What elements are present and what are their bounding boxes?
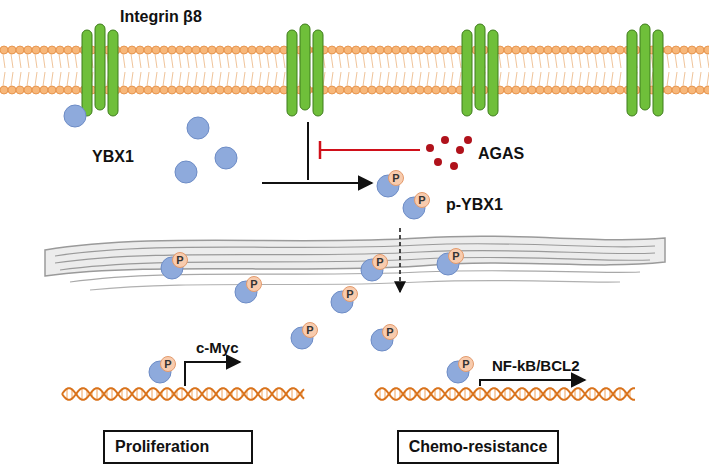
phospho-badge: P: [176, 255, 183, 266]
dna-helix: [62, 388, 635, 400]
outcome-box: Chemo-resistance: [397, 430, 560, 464]
ybx1-protein: [64, 105, 474, 383]
nuclear-envelope: [45, 236, 665, 290]
cell-membrane: [0, 46, 709, 94]
phospho-badge: P: [462, 359, 469, 370]
phospho-badge: P: [392, 173, 399, 184]
phospho-badge: P: [386, 327, 393, 338]
phospho-badge: P: [346, 289, 353, 300]
outcome-text: Proliferation: [115, 438, 241, 456]
integrin-label: Integrin β8: [120, 8, 202, 26]
outcome-box: Proliferation: [103, 430, 253, 464]
gene-label: c-Myc: [196, 339, 239, 356]
phospho-badge: P: [418, 195, 425, 206]
signal-arrows: [185, 122, 585, 386]
outcome-text: Chemo-resistance: [409, 438, 548, 456]
phospho-badge: P: [250, 279, 257, 290]
drug-label: AGAS: [478, 145, 524, 163]
gene-label: NF-kB/BCL2: [492, 357, 580, 374]
protein-label: YBX1: [92, 148, 134, 166]
phospho-badge: P: [452, 251, 459, 262]
protein-label: p-YBX1: [446, 196, 503, 214]
integrin-protein: [82, 24, 663, 116]
phospho-badge: P: [376, 257, 383, 268]
phospho-badge: P: [306, 325, 313, 336]
phospho-badge: P: [164, 359, 171, 370]
drug-dots: [426, 136, 472, 170]
